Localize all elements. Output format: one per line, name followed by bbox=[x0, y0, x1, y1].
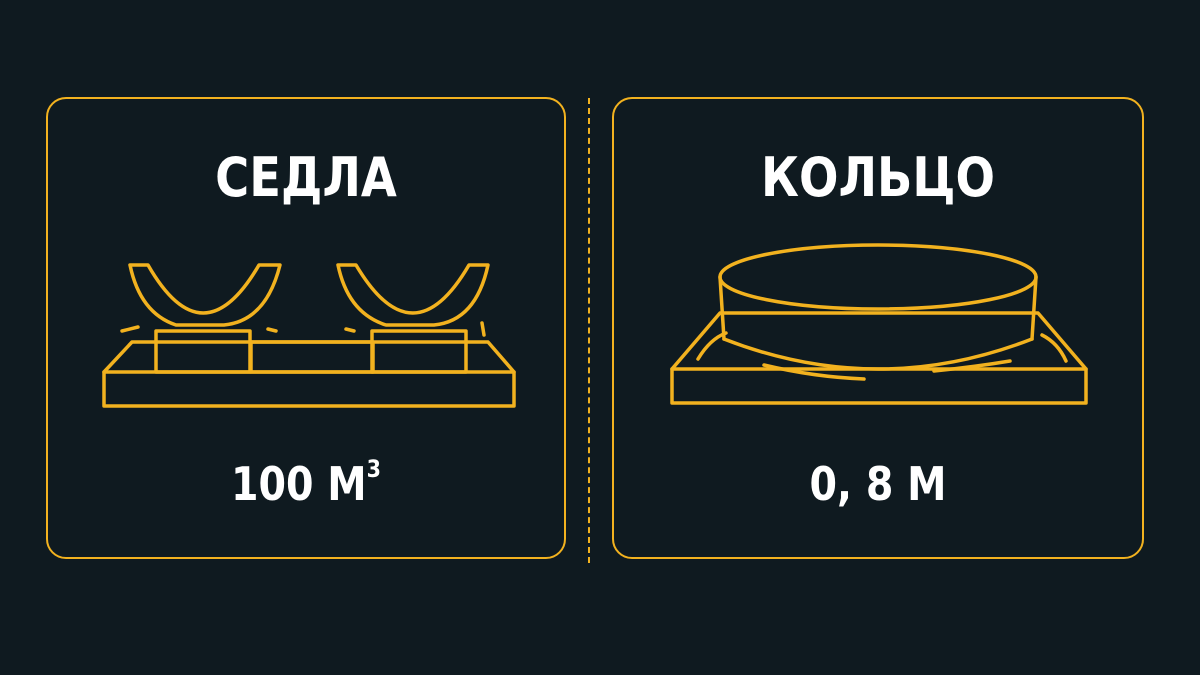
base-slab bbox=[102, 370, 516, 408]
saddle-supports-icon bbox=[102, 263, 516, 408]
right-pedestal bbox=[370, 329, 468, 374]
ring-top bbox=[718, 243, 1038, 311]
left-saddle bbox=[128, 263, 282, 327]
ring-title: КОЛЬЦО bbox=[761, 146, 995, 209]
saddles-title: СЕДЛА bbox=[215, 146, 397, 209]
ring-card: КОЛЬЦО 0, 8 М bbox=[612, 97, 1144, 559]
superscript-3: 3 bbox=[366, 455, 382, 483]
ring-bottom bbox=[722, 337, 1034, 371]
ring-base-slab bbox=[670, 367, 1088, 405]
ring-value: 0, 8 М bbox=[809, 457, 947, 511]
saddles-card: СЕДЛА 100 М3 bbox=[46, 97, 566, 559]
saddles-value: 100 М3 bbox=[230, 455, 382, 511]
connecting-beam bbox=[249, 340, 375, 374]
dashed-divider bbox=[588, 98, 590, 563]
ring-foundation-icon bbox=[670, 243, 1088, 405]
right-saddle bbox=[336, 263, 490, 327]
left-pedestal bbox=[154, 329, 252, 374]
